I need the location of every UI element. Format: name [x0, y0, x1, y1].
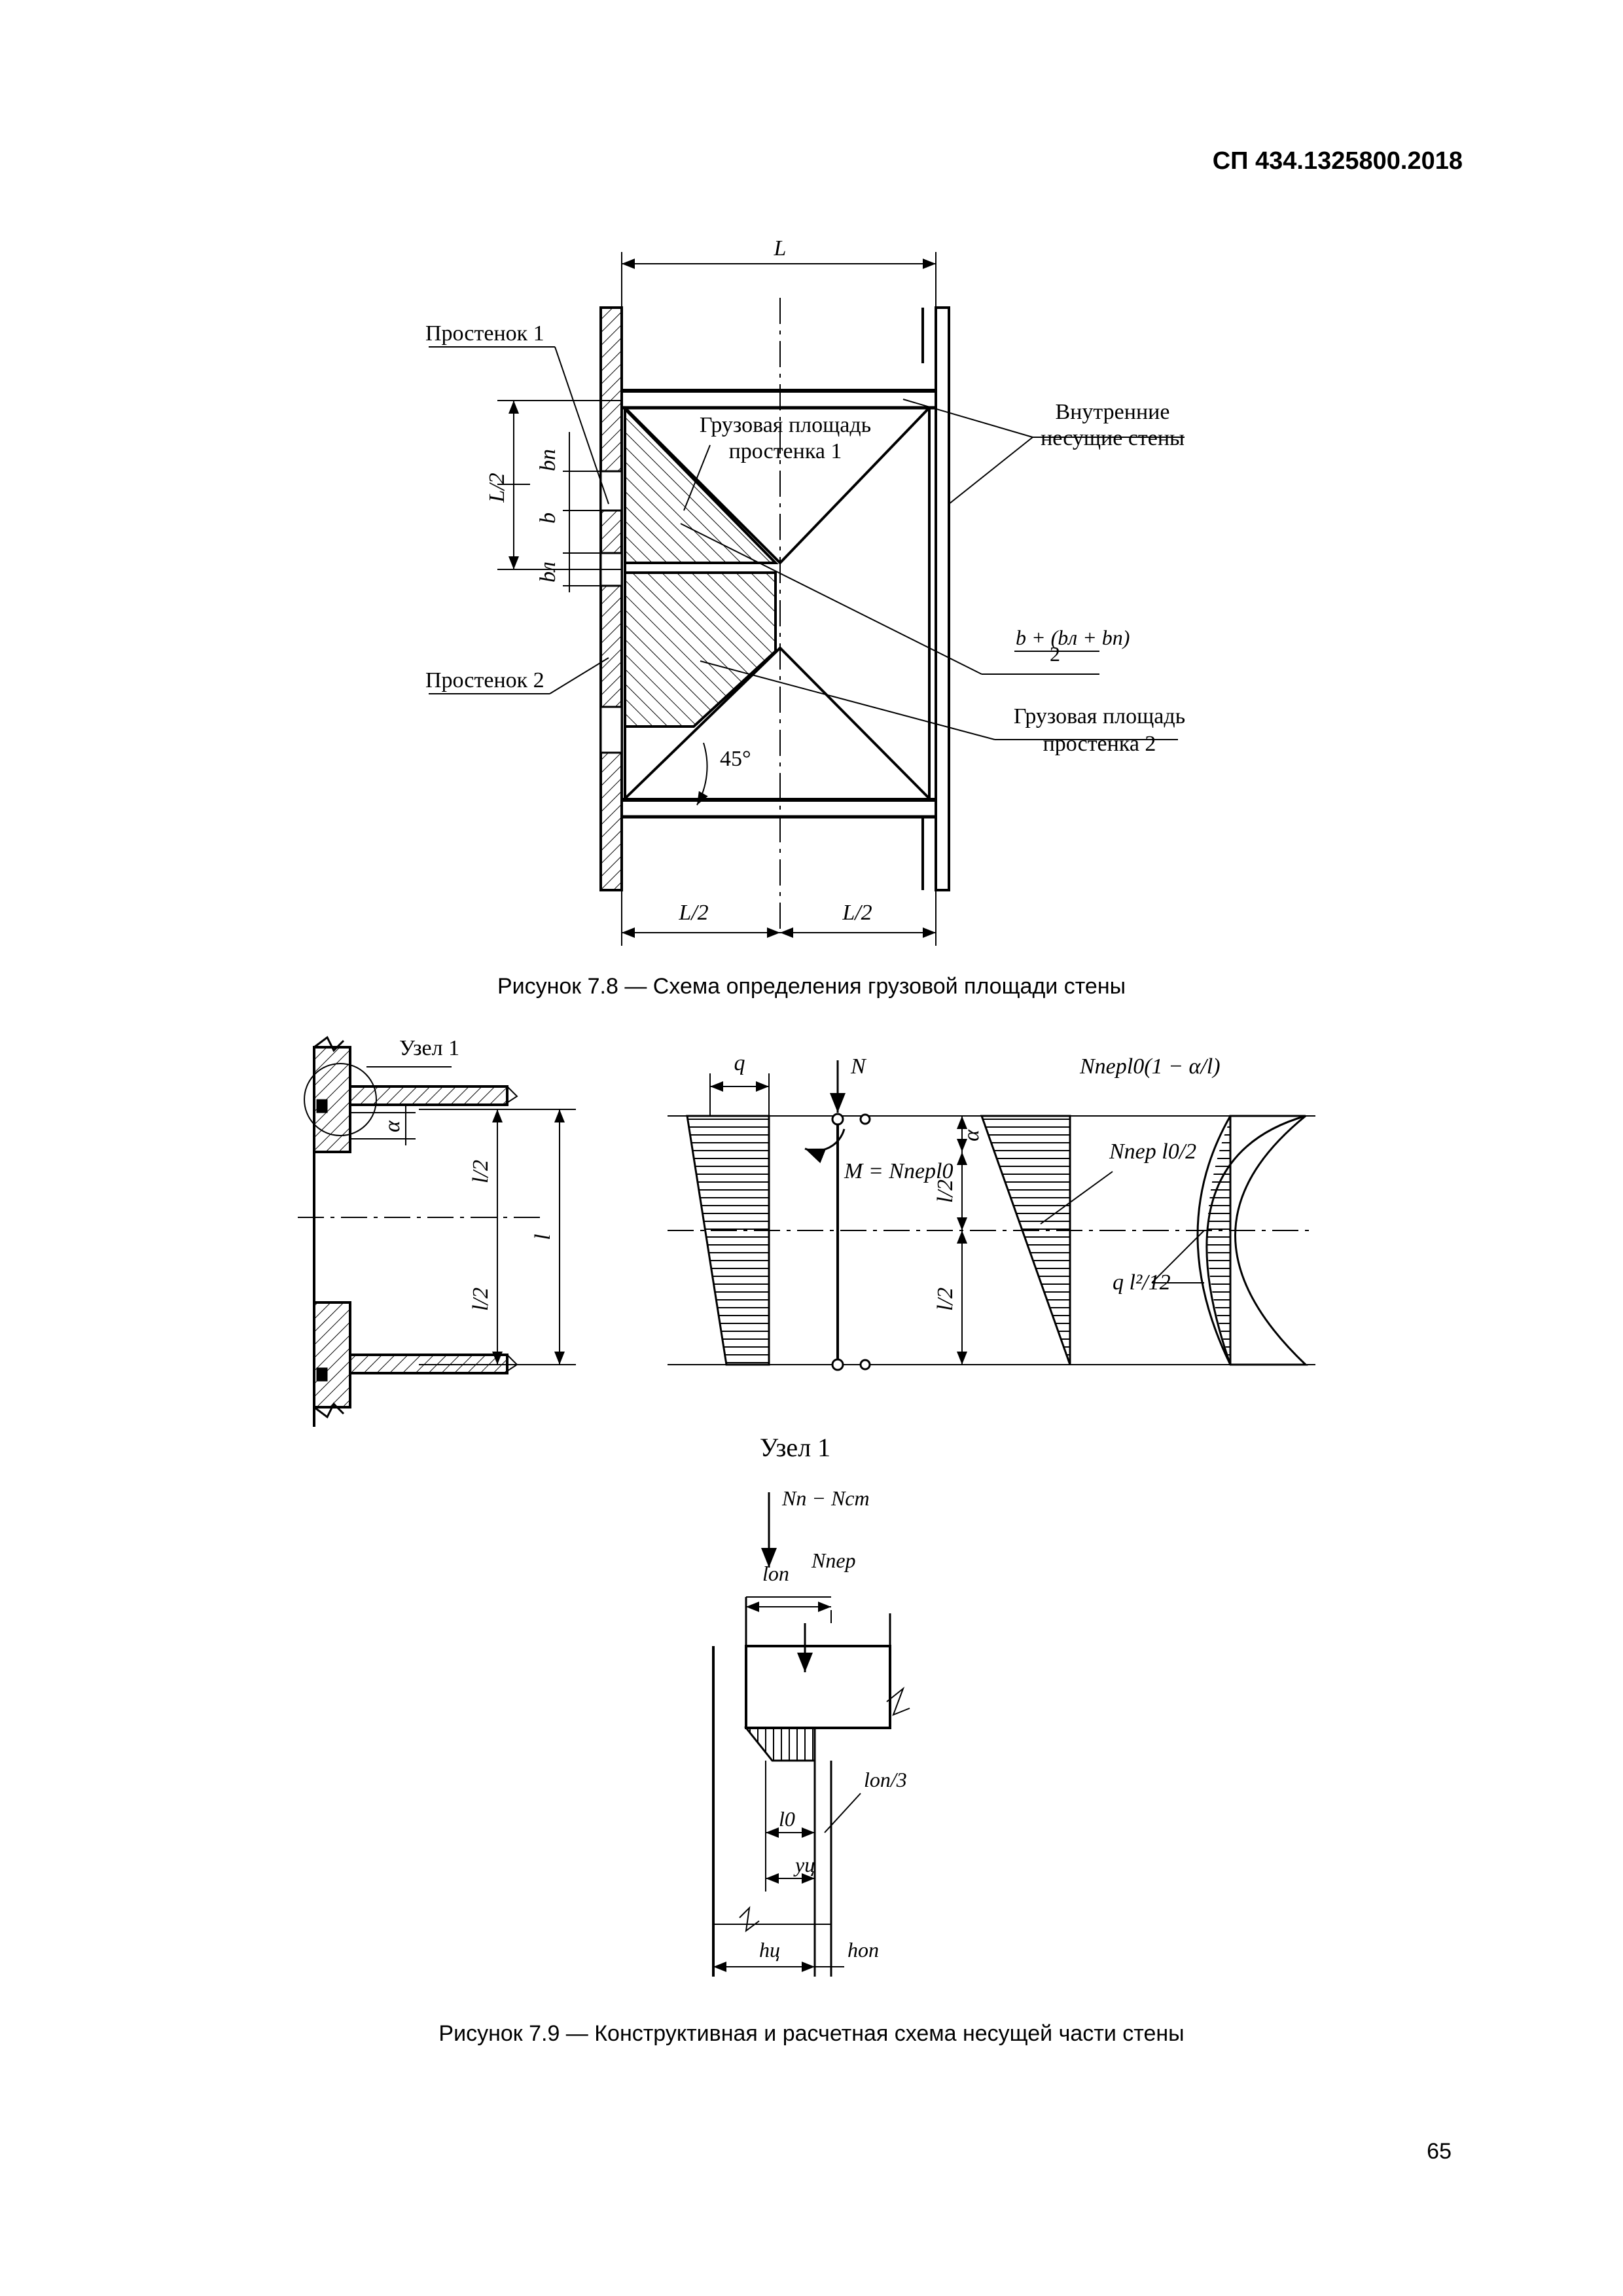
page-number: 65 — [1427, 2139, 1452, 2164]
b-pr-label: bп — [536, 449, 560, 471]
load-area-2-line1: Грузовая площадь — [1014, 704, 1185, 728]
l-half-lower-left: l/2 — [469, 1287, 493, 1311]
q-label: q — [734, 1051, 745, 1075]
half-span-vertical: L/2 — [485, 473, 509, 503]
l-half-upper-left: l/2 — [469, 1160, 493, 1183]
half-span-left: L/2 — [678, 901, 708, 925]
figure-7-9-caption: Рисунок 7.9 — Конструктивная и расчетная… — [438, 2021, 1185, 2046]
y-c-label: yц — [793, 1853, 815, 1876]
pier-1-label: Простенок 1 — [425, 321, 544, 346]
inner-walls-line2: несущие стены — [1041, 426, 1185, 450]
formula-numerator: b + (bл + bп) — [1016, 626, 1130, 649]
figure-7-9-scheme — [668, 1060, 1315, 1371]
h-c-label: hц — [759, 1938, 780, 1962]
moment-label: M = Nперl0 — [844, 1159, 953, 1183]
load-area-1-line2: простенка 1 — [729, 439, 842, 463]
N-label: N — [850, 1054, 867, 1079]
formula-denominator: 2 — [1050, 642, 1060, 666]
node-1-ref: Узел 1 — [399, 1036, 459, 1060]
l0-label: l0 — [779, 1807, 795, 1831]
l-left: l — [531, 1234, 555, 1240]
node-1-title: Узел 1 — [760, 1433, 830, 1462]
b-label: b — [536, 512, 560, 524]
half-span-right: L/2 — [842, 901, 872, 925]
figure-7-9-node-detail — [712, 1492, 910, 1977]
load-area-1-line1: Грузовая площадь — [700, 413, 871, 437]
alpha-right: α — [959, 1129, 984, 1141]
Np-Nst-label: Nп − Nст — [781, 1486, 870, 1510]
span-label: L — [774, 236, 787, 260]
figure-7-9-section — [298, 1035, 576, 1427]
l-half-lower-right: l/2 — [933, 1287, 957, 1311]
N-per-label: Nпер — [811, 1549, 856, 1572]
alpha-left: α — [380, 1120, 404, 1132]
N-alpha-label: Nперl0(1 − α/l) — [1079, 1054, 1221, 1079]
q-l2-label: q l²/12 — [1113, 1270, 1171, 1295]
b-l-label: bл — [536, 562, 560, 583]
N-half-label: Nпер l0/2 — [1109, 1139, 1196, 1164]
l-op-label: lоп — [762, 1562, 789, 1585]
angle-label: 45° — [720, 747, 751, 771]
h-op-label: hоп — [847, 1938, 879, 1962]
inner-walls-line1: Внутренние — [1056, 400, 1170, 424]
l-half-upper-right: l/2 — [933, 1179, 957, 1203]
load-area-2-line2: простенка 2 — [1043, 732, 1156, 756]
figure-7-8-plan — [429, 252, 1185, 946]
pier-2-label: Простенок 2 — [425, 668, 544, 692]
figure-7-8-caption: Рисунок 7.8 — Схема определения грузовой… — [497, 974, 1126, 999]
l-op-3-label: lоп/3 — [864, 1768, 907, 1791]
standard-code: СП 434.1325800.2018 — [1212, 147, 1463, 175]
